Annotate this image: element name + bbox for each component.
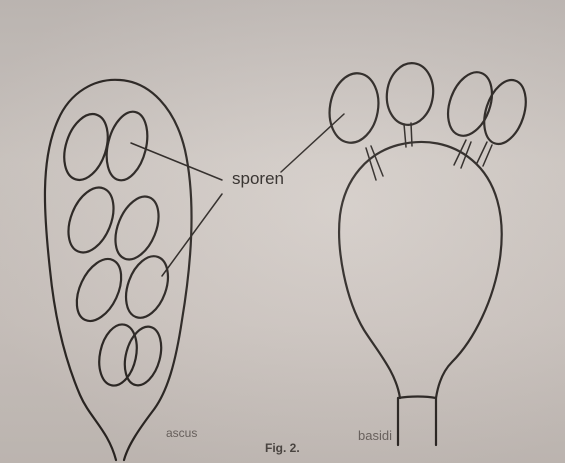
sporen-label: sporen [232, 169, 284, 189]
ascus-spore [60, 181, 123, 259]
basidiospore [324, 69, 383, 146]
ascus-spore [118, 250, 176, 323]
figure-caption: Fig. 2. [265, 441, 300, 455]
ascus-outline [45, 80, 192, 460]
sterigma [477, 142, 492, 166]
basidiospore [440, 66, 500, 142]
ascus-label: ascus [166, 426, 197, 440]
ascus-spore [100, 107, 154, 184]
basidiospore [383, 60, 437, 128]
basidiospore [477, 75, 534, 150]
basidium-stalk [398, 397, 436, 446]
pointer-line [281, 114, 344, 172]
basidi-label: basidi [358, 428, 392, 443]
ascus-spore [94, 321, 142, 389]
ascus-spore [68, 252, 130, 328]
ascus-spore [107, 190, 167, 265]
pointer-line [131, 143, 222, 180]
basidium-body [339, 142, 502, 398]
